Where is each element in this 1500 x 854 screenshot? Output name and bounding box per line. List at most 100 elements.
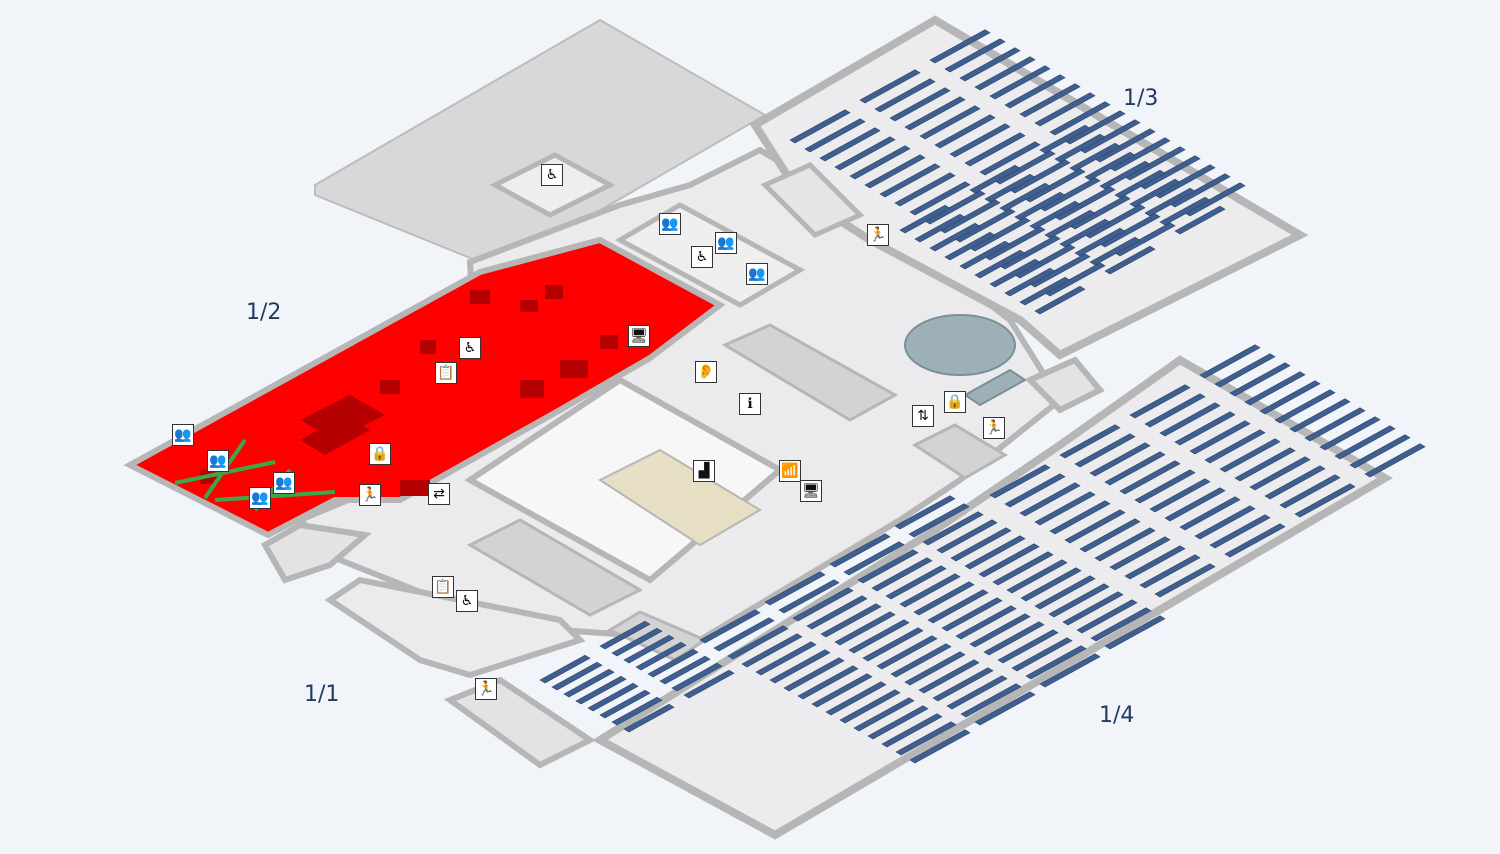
stairs-icon[interactable]: ▟ [693,460,715,482]
bookshelf [1219,438,1281,473]
bookshelf [1034,491,1096,526]
zone-1-3-bookcase [963,368,1027,407]
emergency-exit-icon[interactable]: 🏃 [983,417,1005,439]
bookshelf [713,617,775,652]
bookshelf [1129,178,1181,208]
bookshelf [1144,187,1196,217]
bookshelf [699,609,761,644]
zone-1-2-highlight[interactable] [123,236,726,539]
bookshelf [989,258,1041,288]
bookshelf [978,543,1040,578]
bookshelf [929,29,991,64]
bookshelf [989,65,1051,100]
zone-label-1-1: 1/1 [304,682,340,707]
elevator-icon[interactable]: ⇅ [912,405,934,427]
bookshelf [1084,151,1136,181]
zone-1-4-shelves-lower [699,495,1166,764]
bookshelf [934,114,996,149]
bookshelf [1020,567,1082,602]
info-icon[interactable]: ℹ [739,393,761,415]
bookshelf [969,613,1031,648]
emergency-exit-icon[interactable]: 🏃 [475,678,497,700]
lock-icon[interactable]: 🔒 [369,443,391,465]
book-return-icon[interactable]: ⇄ [428,483,450,505]
hearing-loop-icon[interactable]: 👂 [695,361,717,383]
bookshelf [1029,200,1081,230]
wheelchair-icon[interactable]: ♿ [541,164,563,186]
bookshelf [1039,177,1101,212]
bookshelf [764,571,826,606]
bookshelf [1149,478,1211,513]
bookshelf [1164,487,1226,522]
bookshelf [954,208,1016,243]
bookshelf [890,643,952,678]
bookshelf [1019,83,1081,118]
bookshelf [936,519,998,554]
group-room-icon[interactable]: 👥 [172,424,194,446]
emergency-exit-icon[interactable]: 🏃 [867,224,889,246]
group-room-icon[interactable]: 👥 [207,450,229,472]
bookshelf [1034,92,1096,127]
monitor-icon[interactable]: 🖥 [800,480,822,502]
bookshelf [1084,204,1146,239]
bookshelf [927,589,989,624]
bookshelf [1011,637,1073,672]
bookshelf [611,627,663,657]
bookshelf [1014,244,1076,279]
bookshelf [1064,110,1126,145]
bookshelf [874,78,936,113]
bookshelf [1109,536,1171,571]
group-room-icon[interactable]: 👥 [746,263,768,285]
bookshelf [853,697,915,732]
bookshelf [1129,384,1191,419]
bookshelf [1294,483,1356,518]
bookshelf [1274,389,1336,424]
monitor-icon[interactable]: 🖥 [628,325,650,347]
bookshelf [671,662,723,692]
group-room-icon[interactable]: 👥 [249,487,271,509]
bookshelf [894,495,956,530]
bookshelf [955,605,1017,640]
group-room-icon[interactable]: 👥 [273,472,295,494]
bookshelf [1004,267,1056,297]
bookshelf [1014,191,1066,221]
bookshelf [949,123,1011,158]
bookshelf [1104,615,1166,650]
bookshelf [1089,442,1151,477]
presentation-icon[interactable]: 📋 [432,576,454,598]
presentation-icon[interactable]: 📋 [435,362,457,384]
hearing-loop-icon[interactable]: 📶 [779,460,801,482]
bookshelf [1124,146,1186,181]
bookshelf [1114,222,1176,257]
bookshelf [792,587,854,622]
bookshelf [974,691,1036,726]
bookshelf [1169,173,1231,208]
lock-icon[interactable]: 🔒 [944,391,966,413]
bookshelf [857,549,919,584]
bookshelf [1049,101,1111,136]
bookshelf [1154,164,1216,199]
bookshelf [1214,353,1276,388]
group-room-icon[interactable]: 👥 [659,213,681,235]
bookshelf [859,69,921,104]
bookshelf [825,681,887,716]
bookshelf [1029,253,1091,288]
bookshelf [999,182,1051,212]
wheelchair-icon[interactable]: ♿ [459,337,481,359]
zone-1-1-shelves [539,620,735,733]
bookshelf [1039,653,1101,688]
bookshelf [974,249,1026,279]
bookshelf [1229,362,1291,397]
wheelchair-icon[interactable]: ♿ [456,590,478,612]
main-staircase [597,448,762,547]
bookshelf [575,675,627,705]
bookshelf [1134,469,1196,504]
bookshelf [999,235,1061,270]
emergency-exit-icon[interactable]: 🏃 [359,484,381,506]
group-room-icon[interactable]: 👥 [715,232,737,254]
bookshelf [834,611,896,646]
bookshelf [983,621,1045,656]
wheelchair-icon[interactable]: ♿ [691,246,713,268]
zone-1-3-stairwell [1024,356,1105,414]
bookshelf [1304,407,1366,442]
